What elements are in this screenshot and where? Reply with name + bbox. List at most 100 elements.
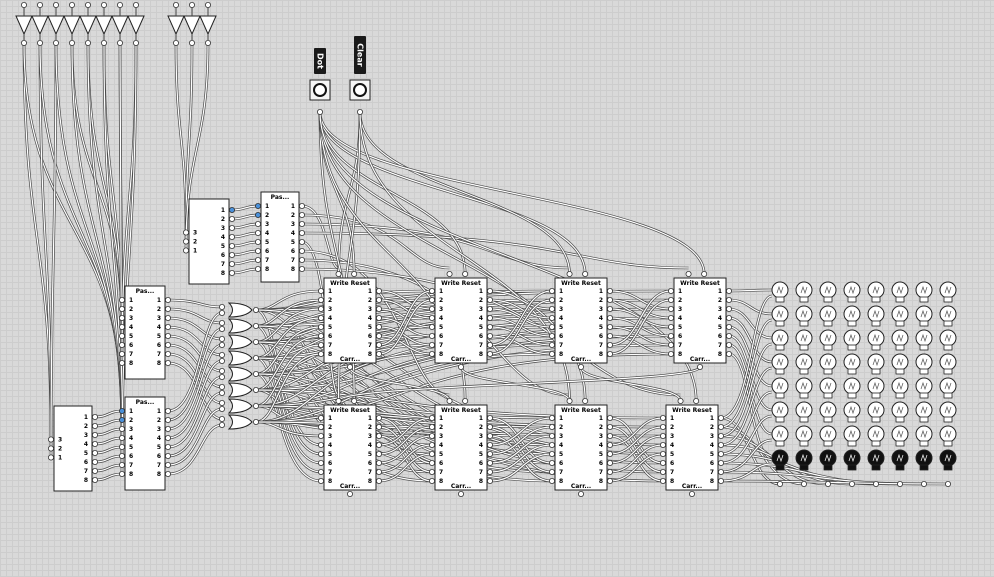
pin-node-icon[interactable]	[607, 415, 612, 420]
pin-node-icon[interactable]	[219, 326, 224, 331]
pin-node-icon[interactable]	[219, 304, 224, 309]
pin-node-icon[interactable]	[219, 390, 224, 395]
pin-node-icon[interactable]	[458, 491, 463, 496]
pin-node-icon[interactable]	[318, 424, 323, 429]
pin-node-icon[interactable]	[133, 2, 138, 7]
pin-node-icon[interactable]	[607, 297, 612, 302]
pin-node-icon[interactable]	[726, 288, 731, 293]
triangle-buffer-icon[interactable]	[48, 2, 64, 45]
pin-node-icon[interactable]	[255, 266, 260, 271]
pin-node-icon[interactable]	[376, 478, 381, 483]
pin-node-icon[interactable]	[447, 398, 452, 403]
pin-node-icon[interactable]	[549, 433, 554, 438]
decoder-chip-top[interactable]: 32112345678	[183, 199, 234, 284]
write-reset-chip-bottom-3[interactable]: Write ResetCarr...1122334455667788	[549, 398, 612, 496]
pin-node-icon[interactable]	[487, 433, 492, 438]
pin-node-icon[interactable]	[299, 239, 304, 244]
pin-node-icon[interactable]	[549, 415, 554, 420]
pin-node-icon[interactable]	[583, 271, 588, 276]
pin-node-icon[interactable]	[549, 306, 554, 311]
pin-node-icon[interactable]	[253, 339, 258, 344]
pin-node-icon[interactable]	[336, 271, 341, 276]
or-gate-icon[interactable]	[219, 351, 258, 365]
pin-node-icon[interactable]	[165, 408, 170, 413]
pin-node-icon[interactable]	[229, 225, 234, 230]
pin-node-icon[interactable]	[318, 469, 323, 474]
or-gate-icon[interactable]	[219, 335, 258, 349]
pin-node-icon[interactable]	[668, 306, 673, 311]
pin-node-icon[interactable]	[660, 433, 665, 438]
pin-node-icon[interactable]	[165, 306, 170, 311]
pin-node-icon[interactable]	[299, 212, 304, 217]
pin-node-icon[interactable]	[253, 419, 258, 424]
pin-node-icon[interactable]	[165, 462, 170, 467]
pin-node-icon[interactable]	[549, 442, 554, 447]
pin-node-icon[interactable]	[299, 266, 304, 271]
pin-node-icon[interactable]	[429, 342, 434, 347]
pin-node-icon[interactable]	[189, 40, 194, 45]
pin-node-icon[interactable]	[101, 2, 106, 7]
triangle-buffer-icon[interactable]	[112, 2, 128, 45]
pin-node-icon[interactable]	[376, 415, 381, 420]
pin-node-icon[interactable]	[487, 351, 492, 356]
pin-node-icon[interactable]	[219, 336, 224, 341]
pin-node-icon[interactable]	[429, 478, 434, 483]
pin-node-icon[interactable]	[255, 257, 260, 262]
pin-node-icon[interactable]	[376, 469, 381, 474]
pin-node-icon[interactable]	[119, 462, 124, 467]
triangle-buffer-icon[interactable]	[80, 2, 96, 45]
pin-node-icon[interactable]	[205, 40, 210, 45]
pin-node-icon[interactable]	[607, 315, 612, 320]
pin-node-icon[interactable]	[255, 248, 260, 253]
pin-node-icon[interactable]	[607, 433, 612, 438]
pin-node-icon[interactable]	[429, 424, 434, 429]
pin-node-icon[interactable]	[85, 40, 90, 45]
pin-node-icon[interactable]	[173, 40, 178, 45]
pin-node-icon[interactable]	[37, 2, 42, 7]
pin-node-icon[interactable]	[119, 315, 124, 320]
pin-node-icon[interactable]	[92, 477, 97, 482]
pin-node-icon[interactable]	[660, 469, 665, 474]
pin-node-icon[interactable]	[189, 2, 194, 7]
pin-node-icon[interactable]	[317, 109, 322, 114]
pin-node-icon[interactable]	[429, 415, 434, 420]
pin-node-icon[interactable]	[463, 398, 468, 403]
pin-node-icon[interactable]	[318, 433, 323, 438]
pin-node-icon[interactable]	[921, 481, 926, 486]
pin-node-icon[interactable]	[549, 288, 554, 293]
write-reset-chip-top-3[interactable]: Write ResetCarr...1122334455667788	[549, 271, 612, 369]
pin-node-icon[interactable]	[668, 333, 673, 338]
pin-node-icon[interactable]	[668, 324, 673, 329]
pin-node-icon[interactable]	[347, 491, 352, 496]
pin-node-icon[interactable]	[607, 424, 612, 429]
pin-node-icon[interactable]	[229, 243, 234, 248]
pin-node-icon[interactable]	[318, 306, 323, 311]
pin-node-icon[interactable]	[229, 270, 234, 275]
pin-node-icon[interactable]	[219, 358, 224, 363]
pin-node-icon[interactable]	[549, 460, 554, 465]
or-gate-icon[interactable]	[219, 367, 258, 381]
pin-node-icon[interactable]	[607, 351, 612, 356]
or-gate-icon[interactable]	[219, 399, 258, 413]
pin-node-icon[interactable]	[607, 478, 612, 483]
pin-node-icon[interactable]	[487, 424, 492, 429]
pin-node-icon[interactable]	[668, 315, 673, 320]
pin-node-icon[interactable]	[357, 109, 362, 114]
pin-node-icon[interactable]	[376, 306, 381, 311]
pin-node-icon[interactable]	[53, 40, 58, 45]
pin-node-icon[interactable]	[718, 469, 723, 474]
pin-node-icon[interactable]	[686, 271, 691, 276]
pin-node-icon[interactable]	[429, 351, 434, 356]
pin-node-icon[interactable]	[697, 364, 702, 369]
or-gate-icon[interactable]	[219, 383, 258, 397]
pin-node-icon[interactable]	[21, 40, 26, 45]
pin-node-icon[interactable]	[726, 297, 731, 302]
pin-node-icon[interactable]	[119, 426, 124, 431]
pin-node-icon[interactable]	[69, 40, 74, 45]
triangle-buffer-icon[interactable]	[64, 2, 80, 45]
pin-node-icon[interactable]	[229, 261, 234, 266]
pass-chip-bottom[interactable]: Pas...1122334455667788	[119, 397, 170, 490]
pin-node-icon[interactable]	[183, 248, 188, 253]
pin-node-icon[interactable]	[376, 288, 381, 293]
